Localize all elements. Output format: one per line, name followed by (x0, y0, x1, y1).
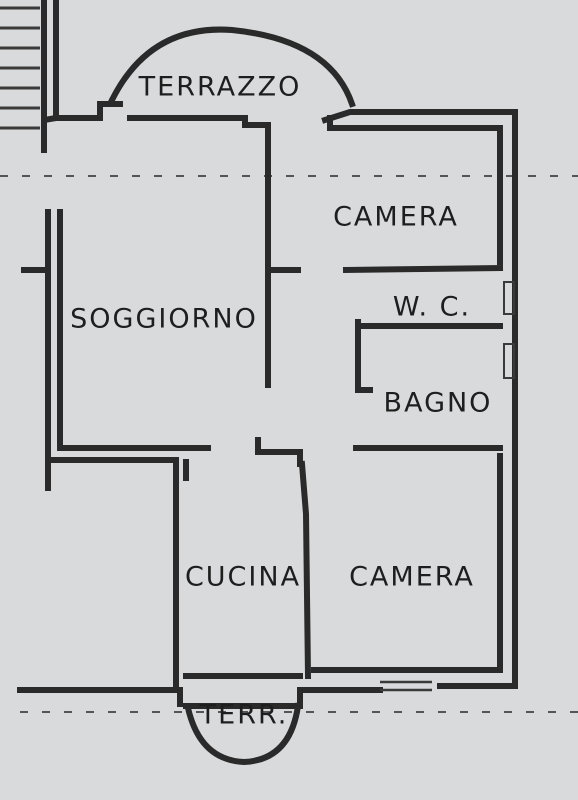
room-label-camera-top: CAMERA (333, 202, 459, 233)
room-label-terr: TERR. (199, 700, 289, 731)
room-label-soggiorno: SOGGIORNO (70, 304, 258, 335)
terrazzo-balcony (107, 26, 356, 108)
interior-walls (51, 115, 515, 693)
room-label-cucina: CUCINA (185, 562, 301, 593)
room-label-wc: W. C. (393, 292, 471, 323)
staircase (0, 0, 47, 153)
room-label-bagno: BAGNO (384, 388, 493, 419)
terr-balcony (183, 702, 303, 766)
dashed-lines (0, 175, 578, 713)
room-label-terrazzo: TERRAZZO (138, 72, 302, 103)
outer-walls (17, 0, 518, 707)
room-label-camera-bottom: CAMERA (349, 562, 475, 593)
